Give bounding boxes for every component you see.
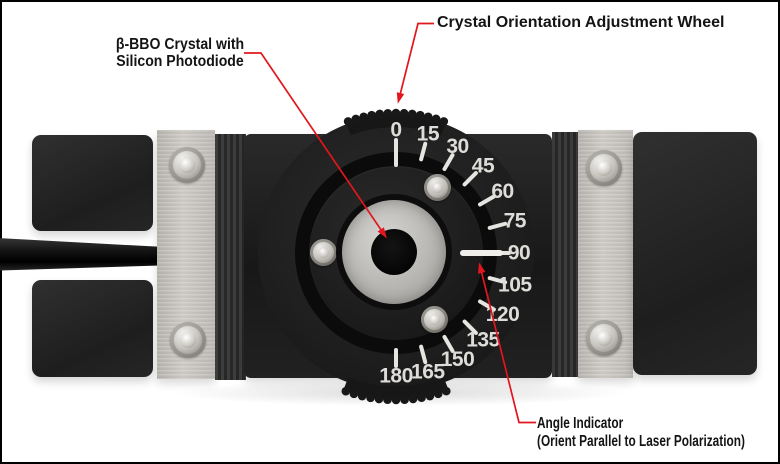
indicator-label-line1: Angle Indicator [537,415,624,432]
screw-dome [318,247,329,258]
left-clamp-top-block [32,135,153,231]
photodiode-cable [0,238,160,271]
left-clamp-bottom-block [32,280,153,377]
rotor-screw-left [310,239,337,266]
right-clamp-block [633,132,757,375]
indicator-label-line2: (Orient Parallel to Laser Polarization) [537,433,745,450]
bracket-screw-top-right [586,150,622,186]
screw-dome [596,160,612,176]
rotor-screw-top [424,174,451,201]
screw-dome [429,314,440,325]
groove-strip-right [552,132,578,377]
screw-dome [180,332,196,348]
screw-dome [179,157,195,173]
crystal-label-line1: β-BBO Crystal with [115,36,245,53]
annotation-arrow-wheel [396,92,405,104]
bracket-screw-top-left [169,147,205,183]
annotation-line-wheel [398,22,434,100]
crystal-aperture [371,229,417,275]
wheel-label: Crystal Orientation Adjustment Wheel [437,14,725,31]
rotor-screw-bottom [421,306,448,333]
indicator-label: Angle Indicator (Orient Parallel to Lase… [537,415,780,451]
screw-dome [596,330,612,346]
crystal-label-line2: Silicon Photodiode [116,53,244,70]
crystal-label: β-BBO Crystal with Silicon Photodiode [70,36,290,70]
groove-strip-left [215,134,246,380]
bracket-screw-bottom-right [586,320,622,356]
bracket-screw-bottom-left [170,322,206,358]
screw-dome [432,182,443,193]
